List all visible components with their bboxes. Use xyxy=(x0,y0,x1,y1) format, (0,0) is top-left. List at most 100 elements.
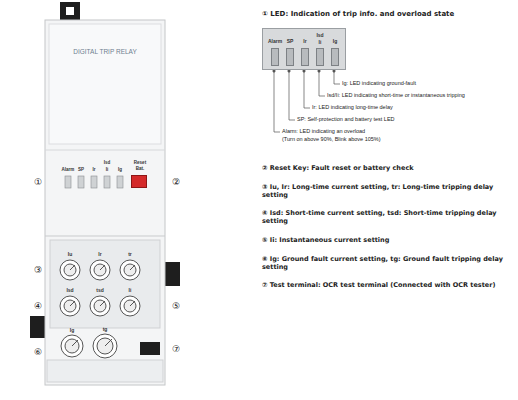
dial-pointer xyxy=(70,265,75,270)
dial-pointer xyxy=(72,340,78,346)
setting-dials xyxy=(60,260,140,358)
leader-line xyxy=(334,71,340,84)
feature-description: ④ Isd: Short-time current setting, tsd: … xyxy=(262,210,512,226)
panel-divider xyxy=(45,150,165,151)
dial-pointer xyxy=(100,265,105,270)
led-label: SP xyxy=(287,38,294,44)
dial-label: Ig xyxy=(70,327,74,333)
leader-line xyxy=(319,71,325,96)
leader-line xyxy=(274,71,280,132)
callout-number: ⑥ xyxy=(34,347,42,358)
dial-label: tsd xyxy=(96,287,104,293)
dial-knob xyxy=(64,300,76,312)
panel-divider xyxy=(45,236,165,237)
led xyxy=(91,176,97,188)
dial-knob xyxy=(65,339,79,353)
leader-dot xyxy=(288,70,290,72)
dial xyxy=(60,296,80,316)
leader-lines xyxy=(273,70,340,132)
led-note: (Turn on above 90%, Blink above 105%) xyxy=(282,136,381,143)
callout-number: ⑤ xyxy=(172,301,180,312)
leader-line xyxy=(289,71,295,120)
dial-knob xyxy=(124,300,136,312)
led-label: Ig xyxy=(333,38,337,44)
led xyxy=(301,48,309,66)
dial-knob xyxy=(94,300,106,312)
front-panel xyxy=(49,24,161,144)
button-label: Bat. xyxy=(136,166,145,171)
dial xyxy=(90,296,110,316)
led-row xyxy=(65,176,123,188)
led-label: Ig xyxy=(118,167,122,172)
dial-label: Ir xyxy=(98,251,101,257)
dial-pointer xyxy=(130,265,135,270)
led-description: SP: Self-protection and battery test LED xyxy=(297,116,395,123)
leader-dot xyxy=(318,70,320,72)
dial xyxy=(120,260,140,280)
dial-label: tr xyxy=(128,251,132,257)
led xyxy=(117,176,123,188)
led-label: Alarm xyxy=(268,38,282,44)
reset-button: ResetBat. xyxy=(131,175,147,188)
feature-description: ② Reset Key: Fault reset or battery chec… xyxy=(262,165,512,173)
dial-pointer xyxy=(70,301,75,306)
button-label: Reset xyxy=(134,160,146,165)
feature-description: ⑦ Test terminal: OCR test terminal (Conn… xyxy=(262,282,512,290)
dial-label: Ii xyxy=(129,287,132,293)
led-label: Alarm xyxy=(62,167,75,172)
leader-line xyxy=(304,71,310,108)
dial-knob xyxy=(94,264,106,276)
heading: ① LED: Indication of trip info. and over… xyxy=(262,10,454,18)
led-label: Ii xyxy=(319,39,322,45)
callout-number: ④ xyxy=(34,301,42,312)
led-label: Ir xyxy=(92,167,95,172)
led xyxy=(331,48,339,66)
led-detail-box: Alarm SP Ir IsdIi Ig xyxy=(262,28,346,70)
leader-dot xyxy=(303,70,305,72)
dial xyxy=(61,335,83,357)
callout-number: ② xyxy=(172,177,180,188)
led xyxy=(271,48,279,66)
feature-description: ⑤ Ii: Instantaneous current setting xyxy=(262,237,512,245)
feature-description: ③ Iu, Ir: Long-time current setting, tr:… xyxy=(262,184,512,200)
led-description: Isd/Ii: LED indicating short-time or ins… xyxy=(327,92,465,99)
callout-number: ⑦ xyxy=(172,344,180,355)
dial-pointer xyxy=(100,301,105,306)
callout-number: ① xyxy=(34,177,42,188)
led-label: Isd xyxy=(104,160,111,165)
dial-pointer xyxy=(105,339,112,346)
dial xyxy=(90,260,110,280)
led-label: Ii xyxy=(106,167,109,172)
dial-label: Iu xyxy=(68,251,72,257)
callout-number: ③ xyxy=(34,265,42,276)
relay-body xyxy=(45,20,165,385)
led xyxy=(316,48,324,66)
dial-label: Isd xyxy=(66,287,73,293)
lower-cover xyxy=(47,360,163,382)
led-description: Ir: LED indicating long-time delay xyxy=(312,104,393,111)
led xyxy=(78,176,84,188)
led xyxy=(104,176,110,188)
clip-hole xyxy=(66,7,74,15)
led-label: Ir xyxy=(303,38,306,44)
dial-knob xyxy=(64,264,76,276)
dial xyxy=(120,296,140,316)
dial-pointer xyxy=(130,301,135,306)
led xyxy=(65,176,71,188)
dial-panel xyxy=(50,240,160,328)
led-description: Alarm: LED indicating an overload xyxy=(282,128,365,135)
dial-label: tg xyxy=(103,326,108,332)
dial xyxy=(60,260,80,280)
device-title: DIGITAL TRIP RELAY xyxy=(73,48,137,56)
led xyxy=(286,48,294,66)
dial-knob xyxy=(97,338,113,354)
led-label: Isd xyxy=(316,32,323,38)
test-terminal xyxy=(140,342,160,355)
feature-description: ⑥ Ig: Ground fault current setting, tg: … xyxy=(262,256,512,272)
led-description: Ig: LED indicating ground-fault xyxy=(342,80,416,87)
leader-dot xyxy=(333,70,335,72)
leader-dot xyxy=(273,70,275,72)
dial-knob xyxy=(124,264,136,276)
led-label: SP xyxy=(78,167,84,172)
